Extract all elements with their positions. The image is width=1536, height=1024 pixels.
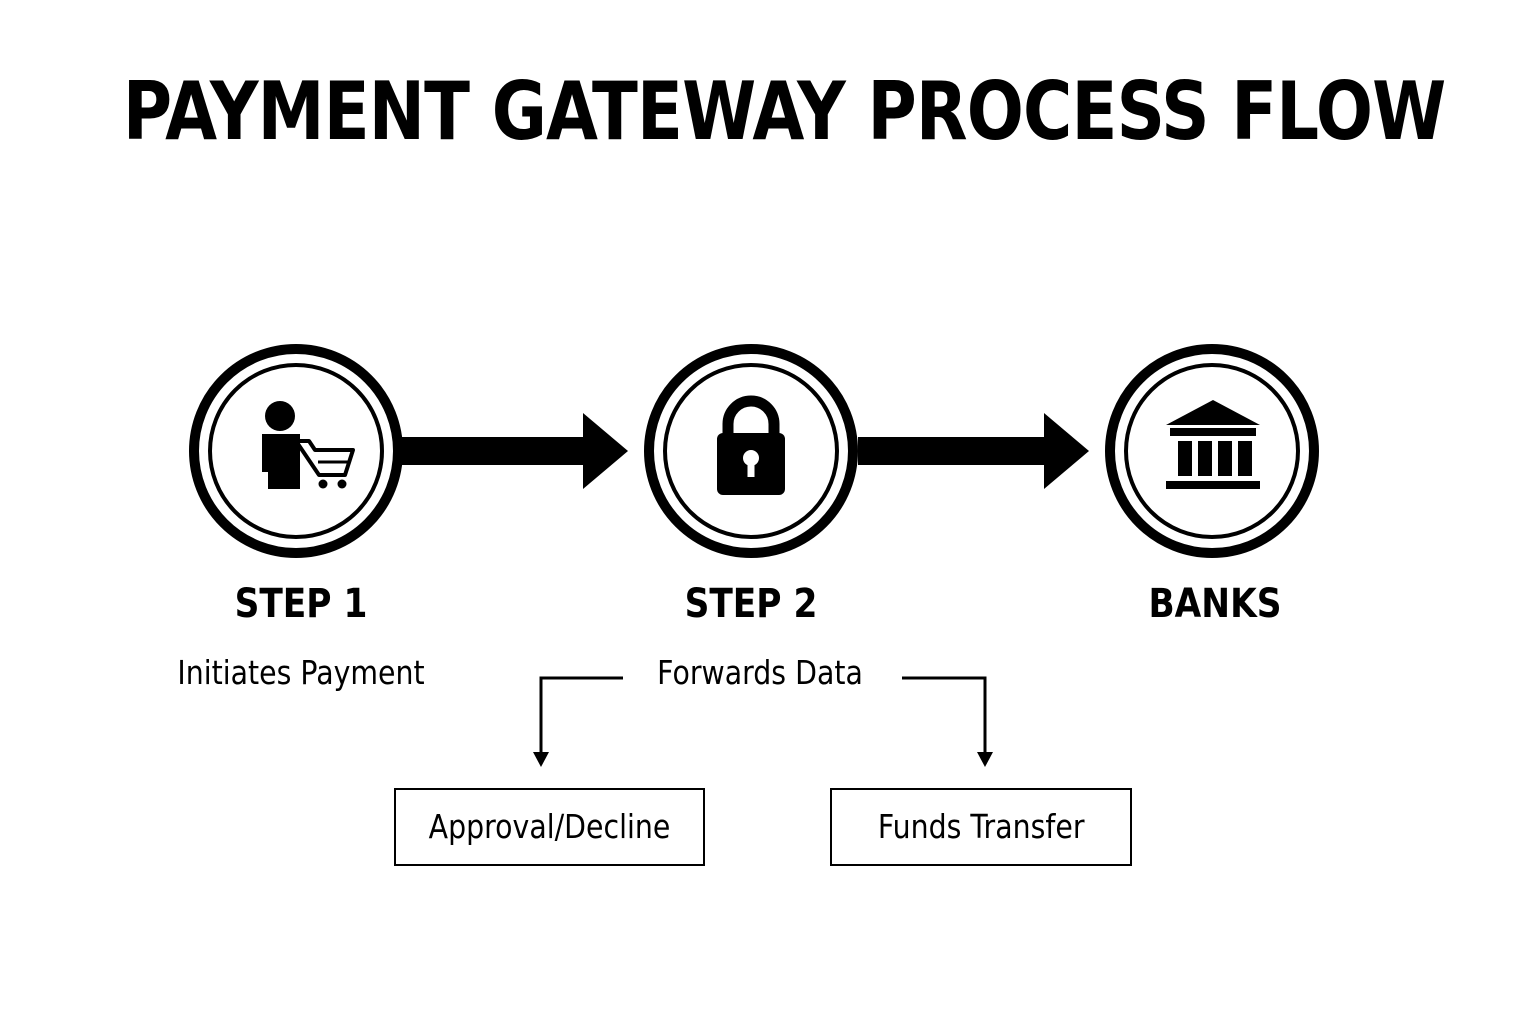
- connector-to-approval: [533, 676, 623, 767]
- banks-node: [1105, 344, 1319, 558]
- arrow-step1-to-step2: [402, 413, 628, 489]
- step-2-description: Forwards Data: [657, 653, 863, 692]
- step-1-description: Initiates Payment: [177, 653, 425, 692]
- banks-label: BANKS: [1148, 581, 1282, 627]
- step-2-node: [644, 344, 858, 558]
- step-1-node: [189, 344, 403, 558]
- diagram-title: PAYMENT GATEWAY PROCESS FLOW: [122, 65, 1446, 158]
- funds-transfer-box: Funds Transfer: [830, 788, 1132, 866]
- arrow-step2-to-banks: [858, 413, 1089, 489]
- approval-decline-box: Approval/Decline: [394, 788, 705, 866]
- step-2-label: STEP 2: [684, 581, 818, 627]
- user-with-cart-icon: [262, 401, 355, 489]
- step-1-label: STEP 1: [234, 581, 368, 627]
- bank-building-icon: [1166, 400, 1260, 489]
- funds-transfer-label: Funds Transfer: [877, 807, 1085, 846]
- padlock-icon: [717, 395, 785, 495]
- approval-decline-label: Approval/Decline: [428, 807, 671, 846]
- connector-to-transfer: [902, 676, 993, 767]
